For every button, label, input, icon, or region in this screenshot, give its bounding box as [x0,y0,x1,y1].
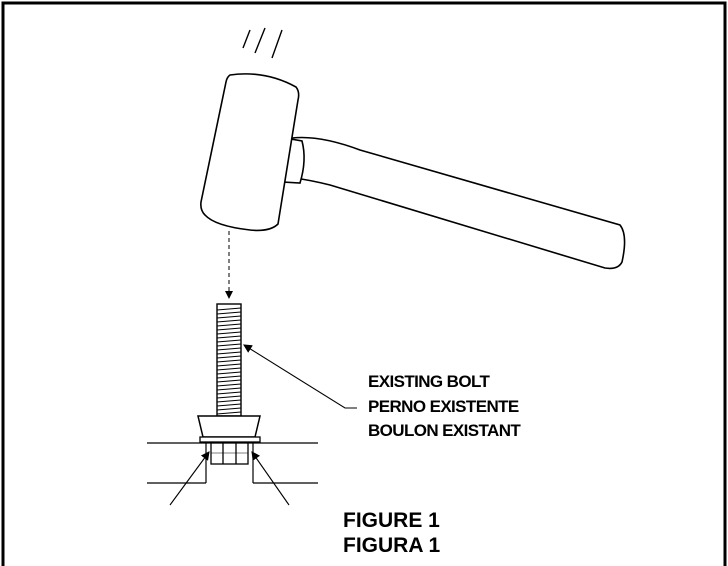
bolt-thread [216,407,242,411]
callout-label-spanish: PERNO EXISTENTE [368,397,519,416]
bolt-thread [216,343,242,347]
bolt-thread [216,371,242,375]
bolt-thread [216,383,242,387]
bolt-thread [216,335,242,339]
bolt-thread [216,327,242,331]
bolt-thread [216,355,242,359]
bolt-thread [216,379,242,383]
bolt-thread [216,391,242,395]
hammer-icon [200,73,626,270]
washer-icon [197,415,261,438]
bolt-thread [216,331,242,335]
bolt-thread [216,387,242,391]
bolt-thread [216,367,242,371]
bolt-thread [216,323,242,327]
left-pointer-arrow [169,451,210,506]
bolt-thread [216,339,242,343]
bolt-thread [216,395,242,399]
bolt-thread [216,347,242,351]
bolt-thread [216,403,242,407]
bolt-icon [216,303,242,417]
right-pointer-arrow [251,451,290,506]
figure-caption-english: FIGURE 1 [343,509,440,532]
bolt-thread [216,359,242,363]
bolt-thread [216,311,242,315]
callout-leader [243,344,357,409]
callout-label-french: BOULON EXISTANT [368,421,521,440]
bolt-thread [216,307,242,311]
bolt-thread [216,351,242,355]
bolt-thread [216,363,242,367]
bolt-thread [216,375,242,379]
bolt-thread [216,319,242,323]
flat-washer [199,436,261,443]
callout-label-english: EXISTING BOLT [368,372,490,391]
figure-caption-spanish: FIGURA 1 [343,534,441,557]
bolt-thread [216,411,242,415]
motion-lines-icon [242,27,283,59]
bolt-thread [216,399,242,403]
bolt-thread [216,315,242,319]
nut-icon [210,442,249,465]
